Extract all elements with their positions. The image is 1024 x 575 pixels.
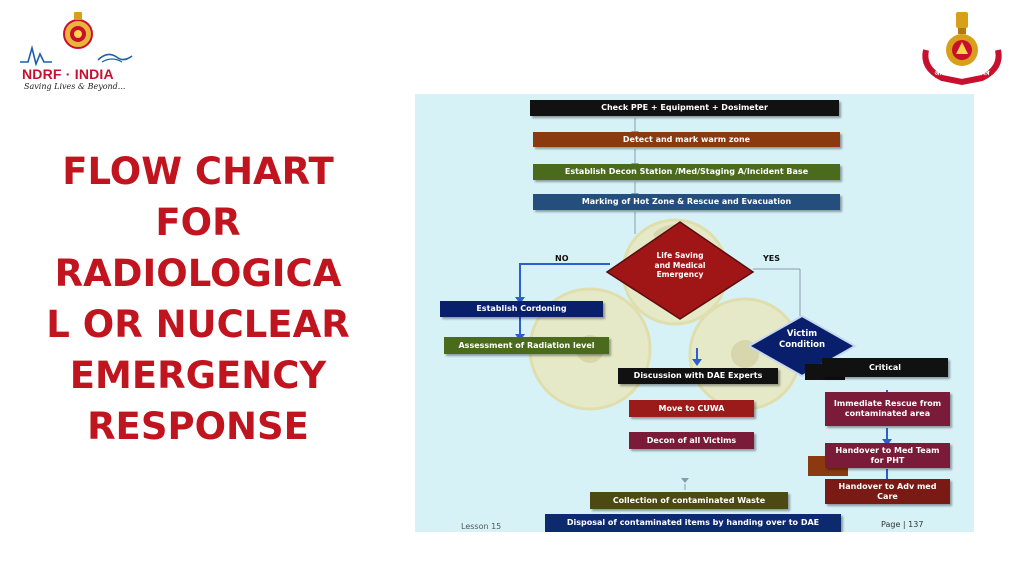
step-detect-warm-zone: Detect and mark warm zone: [533, 132, 840, 147]
step-move-cuwa: Move to CUWA: [629, 400, 754, 417]
page-footer: Page | 137: [881, 520, 924, 529]
wave-icon: [20, 44, 133, 66]
emblem-motto: आपदा सेवा सदैव सर्वत्र: [934, 69, 990, 77]
title-line: FOR: [155, 201, 241, 244]
step-disposal: Disposal of contaminated items by handin…: [545, 514, 841, 532]
step-collection-waste: Collection of contaminated Waste: [590, 492, 788, 509]
step-check-ppe: Check PPE + Equipment + Dosimeter: [530, 100, 839, 116]
step-decon-victims: Decon of all Victims: [629, 432, 754, 449]
page-title: FLOW CHART FOR RADIOLOGICA L OR NUCLEAR …: [38, 146, 358, 452]
title-line: L OR NUCLEAR: [46, 303, 350, 346]
step-handover-adv: Handover to Adv med Care: [825, 479, 950, 504]
ndrf-logo: NDRF · INDIA Saving Lives & Beyond...: [18, 10, 136, 92]
emblem-logo-right: आपदा सेवा सदैव सर्वत्र: [912, 6, 1012, 86]
no-label: NO: [555, 254, 569, 263]
ndrf-emblem-icon: [63, 12, 93, 49]
ndrf-wordmark: NDRF · INDIA: [22, 66, 114, 82]
step-establish-decon: Establish Decon Station /Med/Staging A/I…: [533, 164, 840, 180]
step-immediate-rescue: Immediate Rescue from contaminated area: [825, 392, 950, 426]
step-critical: Critical: [822, 358, 948, 377]
life-saving-label: Life Saving and Medical Emergency: [654, 251, 706, 279]
title-line: EMERGENCY: [69, 354, 327, 397]
step-handover-pht: Handover to Med Team for PHT: [825, 443, 950, 468]
title-line: RADIOLOGICA: [54, 252, 342, 295]
ndrf-tagline: Saving Lives & Beyond...: [24, 82, 126, 91]
national-emblem-icon: [922, 12, 1002, 86]
title-line: RESPONSE: [87, 405, 309, 448]
life-saving-decision-diamond: [605, 221, 755, 320]
flowchart-panel: Check PPE + Equipment + Dosimeter Detect…: [415, 94, 974, 532]
lesson-footer: Lesson 15: [461, 522, 502, 531]
yes-label: YES: [763, 254, 781, 263]
title-line: FLOW CHART: [62, 150, 334, 193]
step-establish-cordoning: Establish Cordoning: [440, 301, 603, 317]
step-marking-hot-zone: Marking of Hot Zone & Rescue and Evacuat…: [533, 194, 840, 210]
step-discussion-dae: Discussion with DAE Experts: [618, 368, 778, 384]
step-assessment-radiation: Assessment of Radiation level: [444, 337, 609, 354]
victim-condition-label: Victim Condition: [779, 329, 825, 350]
